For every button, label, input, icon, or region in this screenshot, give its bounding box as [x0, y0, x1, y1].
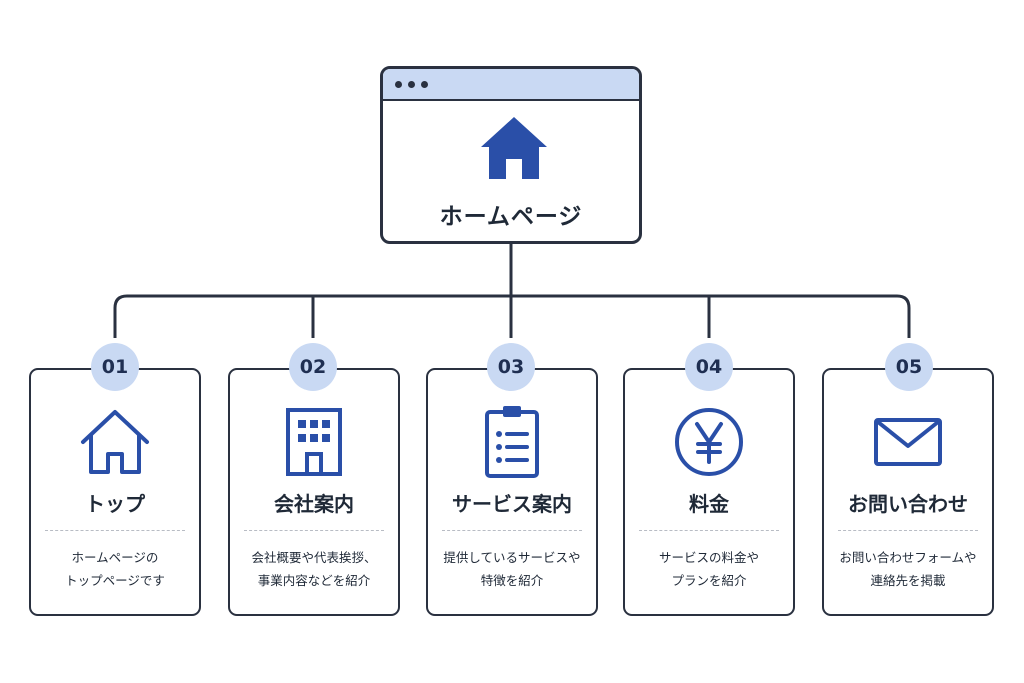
card-title: トップ	[85, 492, 145, 516]
window-dot	[421, 80, 428, 88]
clipboard-list-icon	[485, 406, 539, 478]
divider	[244, 530, 384, 531]
homepage-root-card: ホームページ	[380, 66, 642, 244]
root-title: ホームページ	[439, 204, 583, 230]
divider	[45, 530, 185, 531]
card-title: お問い合わせ	[848, 492, 968, 516]
building-icon	[286, 408, 342, 476]
window-dot	[395, 80, 402, 88]
card-title: 会社案内	[274, 492, 354, 516]
card-title: サービス案内	[452, 492, 572, 516]
card-top: トップ ホームページの トップページです	[29, 368, 201, 616]
card-company: 会社案内 会社概要や代表挨拶、 事業内容などを紹介	[228, 368, 400, 616]
window-dot	[408, 80, 415, 88]
envelope-icon	[874, 418, 942, 466]
divider	[442, 530, 582, 531]
step-badge-04: 04	[685, 343, 733, 391]
card-title: 料金	[689, 492, 729, 516]
card-description: サービスの料金や プランを紹介	[658, 550, 759, 588]
card-services: サービス案内 提供しているサービスや 特徴を紹介	[426, 368, 598, 616]
divider	[838, 530, 978, 531]
step-badge-01: 01	[91, 343, 139, 391]
step-badge-05: 05	[885, 343, 933, 391]
card-description: お問い合わせフォームや 連絡先を掲載	[839, 550, 977, 588]
card-description: 提供しているサービスや 特徴を紹介	[443, 550, 581, 588]
card-description: 会社概要や代表挨拶、 事業内容などを紹介	[251, 550, 377, 588]
card-pricing: 料金 サービスの料金や プランを紹介	[623, 368, 795, 616]
card-description: ホームページの トップページです	[65, 550, 165, 588]
divider	[639, 530, 779, 531]
house-icon	[481, 117, 547, 179]
step-badge-03: 03	[487, 343, 535, 391]
house-outline-icon	[81, 410, 149, 474]
card-contact: お問い合わせ お問い合わせフォームや 連絡先を掲載	[822, 368, 994, 616]
yen-circle-icon	[675, 408, 743, 476]
step-badge-02: 02	[289, 343, 337, 391]
horizontal-bus	[113, 294, 911, 338]
browser-titlebar	[383, 69, 639, 101]
